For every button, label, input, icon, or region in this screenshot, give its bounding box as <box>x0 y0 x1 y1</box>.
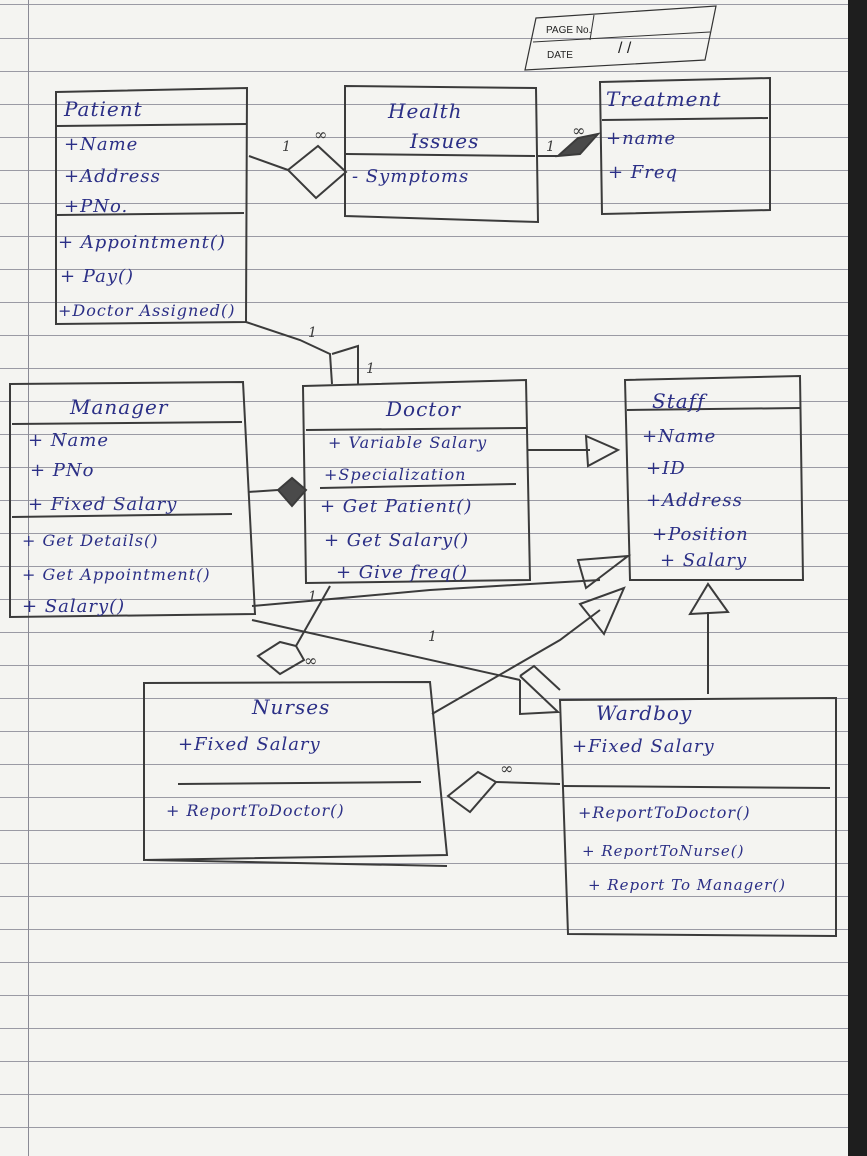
treatment-class-name: Treatment <box>606 87 722 111</box>
wardboy-class-box <box>558 696 837 938</box>
multiplicity-label: 1 <box>366 361 376 377</box>
nurses-method: + ReportToDoctor() <box>166 801 345 820</box>
treatment-class-box <box>598 76 771 216</box>
patient-class-name: Patient <box>64 97 143 121</box>
doctor-attribute: +Specialization <box>324 465 467 484</box>
health-issues-class-name-2: Issues <box>410 129 480 153</box>
health-issues-attribute: - Symptoms <box>352 166 470 187</box>
page-header-box <box>524 5 717 71</box>
patient-method: + Pay() <box>60 266 135 287</box>
manager-attribute: + PNo <box>30 460 95 481</box>
multiplicity-label: 1 <box>428 629 438 645</box>
multiplicity-label: ∞ <box>314 125 329 144</box>
multiplicity-label: 1 <box>308 589 318 605</box>
table-edge <box>848 0 867 1156</box>
date-value: / / <box>618 40 632 57</box>
multiplicity-label: 1 <box>308 325 318 341</box>
patient-attribute: +Name <box>64 134 139 155</box>
manager-class-name: Manager <box>70 395 169 419</box>
page-no-label: PAGE No. <box>546 25 592 36</box>
doctor-method: + Give freq() <box>336 562 468 583</box>
patient-health-aggregation <box>248 144 348 200</box>
nurses-staff-generalization <box>431 586 626 715</box>
patient-attribute: +PNo. <box>64 196 129 217</box>
manager-method: + Get Appointment() <box>22 565 211 584</box>
patient-doctor-link <box>245 321 359 385</box>
multiplicity-label: ∞ <box>572 121 587 140</box>
multiplicity-label: 1 <box>546 139 556 155</box>
manager-method: + Get Details() <box>22 531 159 550</box>
wardboy-method: + Report To Manager() <box>588 876 787 894</box>
multiplicity-label: 1 <box>282 139 292 155</box>
doctor-wardboy-link <box>519 664 561 716</box>
wardboy-attribute: +Fixed Salary <box>572 736 715 757</box>
manager-method: + Salary() <box>22 596 126 617</box>
multiplicity-label: ∞ <box>500 759 515 778</box>
multiplicity-label: ∞ <box>304 651 319 670</box>
margin-line <box>28 0 29 1156</box>
doctor-method: + Get Salary() <box>324 530 470 551</box>
doctor-nurses-aggregation <box>251 585 521 681</box>
nurses-class-box <box>143 680 449 867</box>
health-issues-class-name: Health <box>388 99 463 123</box>
notebook-page <box>0 0 848 1156</box>
treatment-attribute: +name <box>606 128 677 149</box>
staff-attribute: +Address <box>646 490 743 511</box>
doctor-attribute: + Variable Salary <box>328 433 488 452</box>
staff-attribute: +Name <box>642 426 717 447</box>
patient-method: +Doctor Assigned() <box>58 301 236 320</box>
wardboy-class-name: Wardboy <box>596 701 693 725</box>
doctor-staff-generalization <box>528 434 621 468</box>
doctor-method: + Get Patient() <box>320 496 473 517</box>
staff-class-box <box>623 374 805 581</box>
date-label: DATE <box>547 50 573 61</box>
wardboy-method: +ReportToDoctor() <box>578 803 751 822</box>
manager-staff-generalization <box>251 554 632 607</box>
staff-attribute: +ID <box>646 458 686 479</box>
health-treatment-composition <box>538 132 601 158</box>
staff-attribute: + Salary <box>660 550 748 571</box>
staff-class-name: Staff <box>652 389 706 413</box>
staff-attribute: +Position <box>652 524 749 545</box>
patient-attribute: +Address <box>64 166 161 187</box>
nurses-attribute: +Fixed Salary <box>178 734 321 755</box>
manager-doctor-composition <box>247 476 308 508</box>
doctor-class-name: Doctor <box>386 397 461 421</box>
manager-class-box <box>9 380 257 619</box>
wardboy-nurses-aggregation <box>446 770 561 814</box>
wardboy-staff-generalization <box>688 582 730 694</box>
doctor-class-box <box>301 378 532 585</box>
manager-attribute: + Fixed Salary <box>28 494 178 515</box>
nurses-class-name: Nurses <box>252 695 331 719</box>
manager-attribute: + Name <box>28 430 110 451</box>
patient-method: + Appointment() <box>58 232 226 253</box>
wardboy-method: + ReportToNurse() <box>582 842 745 860</box>
treatment-attribute: + Freq <box>608 162 679 183</box>
